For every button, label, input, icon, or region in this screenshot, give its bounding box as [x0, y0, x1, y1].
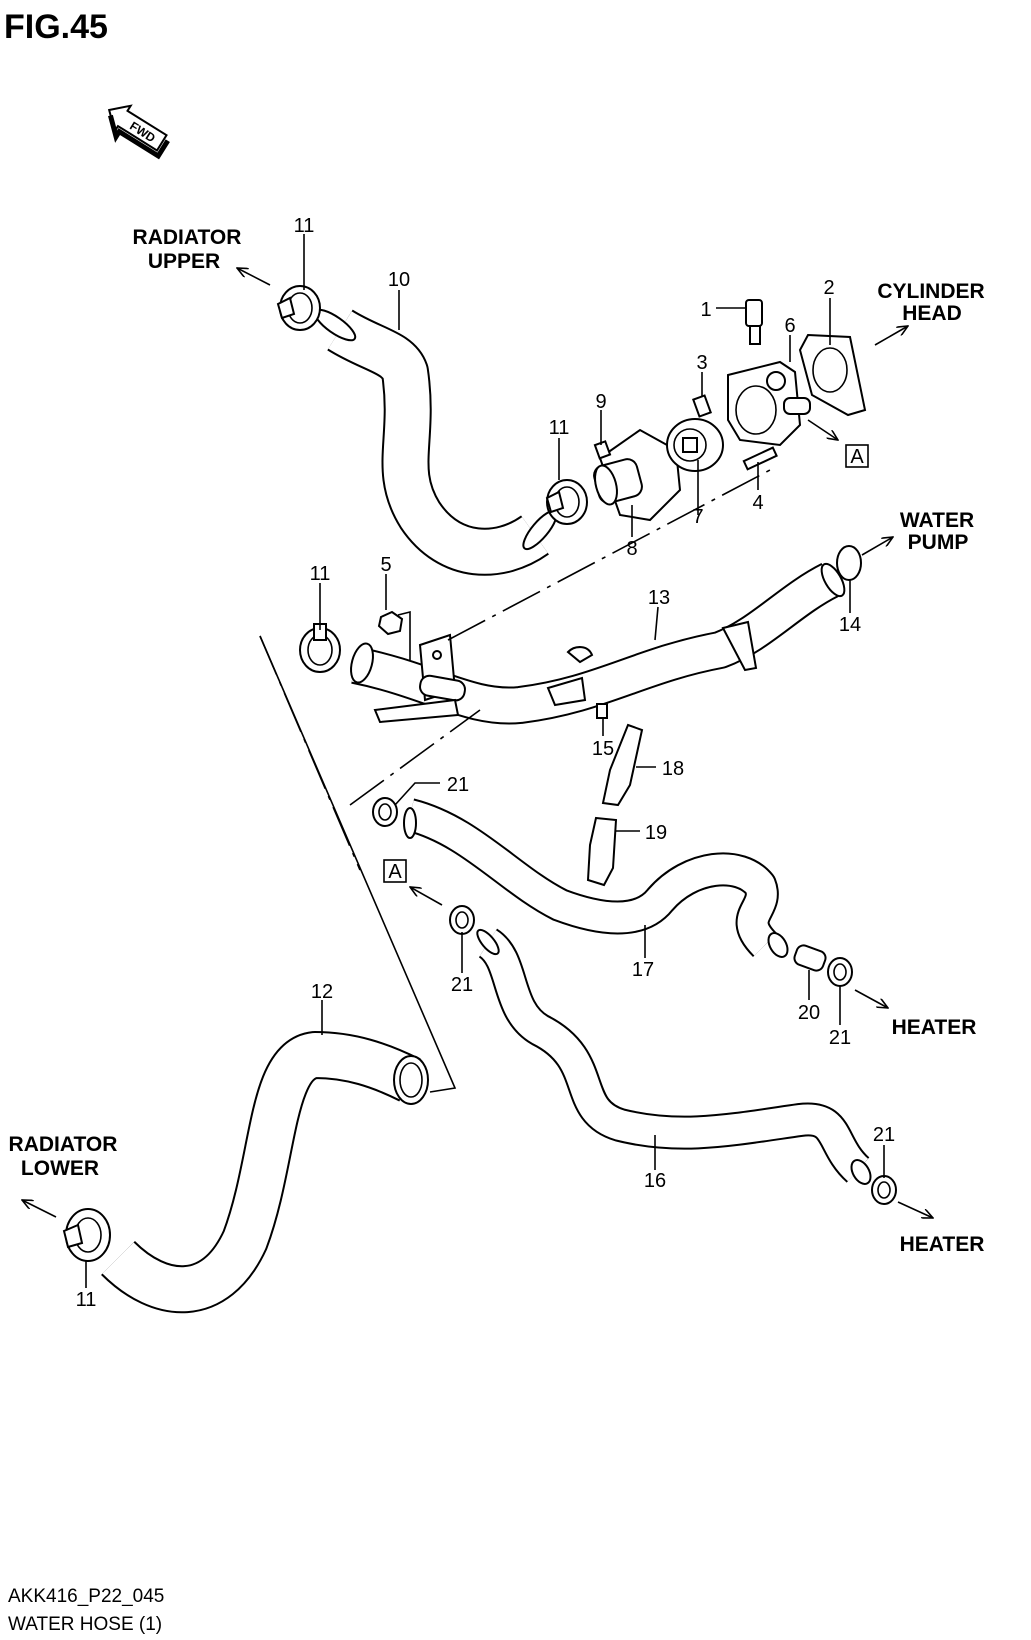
- hose-10: [313, 308, 558, 576]
- ref-box-a-mid: A: [383, 859, 407, 883]
- callout-13: 13: [648, 587, 670, 609]
- callout-7: 7: [692, 506, 703, 528]
- dest-radiator-lower-line1: RADIATOR: [9, 1133, 118, 1156]
- figure-caption: WATER HOSE (1): [8, 1614, 162, 1635]
- callout-14: 14: [839, 614, 861, 636]
- dest-cylinder-head-line2: HEAD: [902, 302, 962, 325]
- callout-21-b: 21: [451, 974, 473, 996]
- thermostat-icon: [666, 418, 724, 472]
- fwd-arrow-icon: FWD: [107, 104, 170, 160]
- dest-radiator-lower-line2: LOWER: [21, 1157, 99, 1180]
- part-5-nut: [377, 610, 404, 636]
- part-15-bolt: [596, 703, 608, 719]
- dest-heater-1: HEATER: [892, 1016, 977, 1039]
- callout-11-upper: 11: [294, 215, 315, 237]
- callout-4: 4: [752, 492, 763, 514]
- callout-11-mid: 11: [549, 417, 570, 439]
- ref-box-a-top: A: [845, 444, 869, 468]
- callout-2: 2: [823, 277, 834, 299]
- callout-20: 20: [798, 1002, 820, 1024]
- gasket-icon: [798, 333, 867, 417]
- assembly-line-side: [259, 635, 361, 871]
- hose-clamp-21-c: [827, 957, 853, 987]
- hose-12: [101, 1031, 429, 1314]
- callout-21-a: 21: [447, 774, 469, 796]
- hose-clamp-21-d: [871, 1175, 897, 1205]
- hose-16: [476, 928, 872, 1185]
- assembly-line-lower: [349, 709, 481, 806]
- callout-5: 5: [380, 554, 391, 576]
- thermostat-housing: [593, 299, 867, 522]
- part-14-oring: [836, 545, 862, 581]
- dest-heater-2: HEATER: [900, 1233, 985, 1256]
- part-20-joint: [793, 944, 827, 972]
- callout-15: 15: [592, 738, 614, 760]
- hose-clamp-11-mid: [545, 479, 588, 525]
- dest-water-pump-line2: PUMP: [908, 531, 969, 554]
- dest-water-pump-line1: WATER: [900, 509, 974, 532]
- callout-6: 6: [784, 315, 795, 337]
- hose-17: [403, 798, 789, 958]
- callout-12: 12: [311, 981, 333, 1003]
- dest-cylinder-head-line1: CYLINDER: [877, 280, 984, 303]
- hose-clamp-11-lower: [62, 1208, 111, 1262]
- callout-17: 17: [632, 959, 654, 981]
- callout-3: 3: [696, 352, 707, 374]
- part-19-clip: [586, 816, 618, 887]
- callout-21-d: 21: [873, 1124, 895, 1146]
- callout-9: 9: [595, 391, 606, 413]
- figure-code: AKK416_P22_045: [8, 1586, 164, 1607]
- callout-16: 16: [644, 1170, 666, 1192]
- hose-clamp-21-b: [449, 905, 475, 935]
- figure-title: FIG.45: [4, 8, 108, 46]
- svg-text:A: A: [388, 861, 402, 883]
- pipe-13: [350, 562, 846, 725]
- callout-18: 18: [662, 758, 684, 780]
- hose-clamp-21-a: [372, 797, 398, 827]
- leader-lines: [85, 234, 885, 1288]
- dest-radiator-upper-line1: RADIATOR: [133, 226, 242, 249]
- dest-radiator-upper-line2: UPPER: [148, 250, 220, 273]
- svg-text:A: A: [850, 446, 864, 468]
- callout-19: 19: [645, 822, 667, 844]
- callout-8: 8: [626, 538, 637, 560]
- callout-11-left: 11: [310, 563, 331, 585]
- part-18-bracket: [601, 723, 644, 807]
- callout-11-lower: 11: [76, 1289, 97, 1311]
- callout-21-c: 21: [829, 1027, 851, 1049]
- assembly-line-5: [397, 610, 411, 660]
- hose-clamp-icon: [276, 285, 321, 331]
- callout-1: 1: [700, 299, 711, 321]
- callout-10: 10: [388, 269, 410, 291]
- flow-arrow-icon: [22, 268, 933, 1218]
- hose-clamp-11-left: [299, 623, 341, 673]
